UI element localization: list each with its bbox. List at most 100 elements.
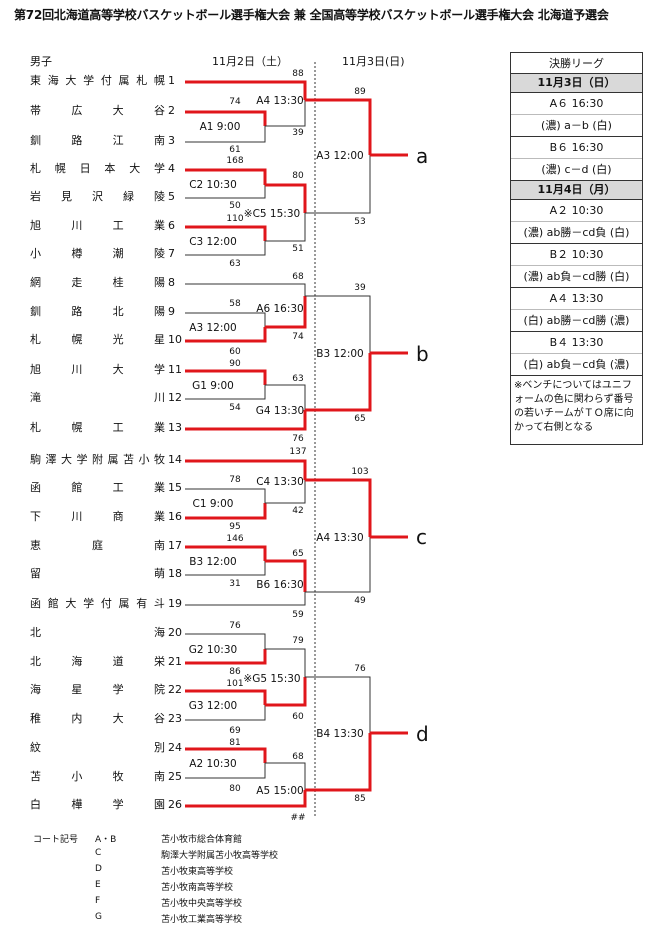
score: 79 (292, 636, 304, 646)
score: 90 (229, 359, 241, 369)
final-league-day2: 11月4日（月） (511, 181, 642, 200)
seed-number: 26 (168, 798, 182, 811)
score: 53 (354, 217, 365, 227)
team-name-char: 陵 (153, 247, 165, 260)
score: 59 (292, 610, 304, 620)
match-label: A2 10:30 (189, 758, 236, 770)
block-b (185, 283, 408, 431)
seed-number: 23 (168, 712, 182, 725)
team-name-char: 附 (92, 453, 103, 466)
team-name-char: 大 (129, 162, 141, 175)
match-label: C3 12:00 (189, 236, 237, 248)
team-name-char: 萌 (154, 567, 165, 580)
team-name-char: 大 (112, 363, 124, 376)
team-name-char: 工 (112, 421, 124, 434)
team-name-char: 道 (112, 655, 124, 668)
team-name-char: 旭 (30, 219, 41, 232)
score: 85 (354, 794, 365, 804)
team-name: 釧路江南 (30, 133, 165, 149)
team-name-char: 函 (30, 597, 41, 610)
team-name-char: 桂 (112, 276, 124, 289)
team-name-char: 北 (30, 626, 41, 639)
team-name: 札幌光星 (30, 332, 165, 348)
score: 63 (229, 259, 240, 269)
score: 51 (292, 244, 303, 254)
bench-note: ※ベンチについてはユニフォームの色に関わらず番号の若いチームがＴＯ席に向かって右… (514, 380, 634, 433)
team-name-char: 工 (112, 481, 124, 494)
team-name: 札幌日本大学 (30, 161, 165, 177)
final-league-row: (濃) a－b (白) (511, 115, 642, 137)
team-name: 岩見沢緑陵 (30, 189, 165, 205)
seed-number: 5 (168, 190, 175, 203)
score: 110 (226, 214, 243, 224)
final-league-row: A４ 13:30 (511, 288, 642, 310)
team-name: 下川商業 (30, 509, 165, 525)
team-name-char: 苫 (123, 453, 134, 466)
court-code: D (95, 864, 102, 874)
team-name-char: 緑 (123, 190, 134, 203)
team-name-char: 付 (100, 74, 112, 87)
final-league-panel: 決勝リーグ 11月3日（日） A６ 16:30 (濃) a－b (白) B６ 1… (510, 52, 643, 445)
team-name-char: 内 (71, 712, 83, 725)
team-name: 函館工業 (30, 480, 165, 496)
team-name-char: 海 (154, 626, 165, 639)
score: 137 (289, 447, 306, 457)
seed-number: 2 (168, 104, 175, 117)
team-name-char: 南 (153, 134, 165, 147)
court-legend-label: コート記号 (33, 835, 79, 845)
team-name-char: 館 (71, 481, 83, 494)
match-label: C1 9:00 (193, 498, 234, 510)
team-name-char: 工 (112, 219, 124, 232)
team-name-char: 川 (71, 363, 83, 376)
seed-number: 10 (168, 333, 182, 346)
match-label: C4 13:30 (256, 476, 304, 488)
team-name-char: 南 (154, 539, 165, 552)
match-label: C2 10:30 (189, 179, 237, 191)
team-name-char: 幌 (54, 162, 66, 175)
team-name-char: 岩 (30, 190, 41, 203)
score: 39 (354, 283, 366, 293)
match-label: A1 9:00 (200, 121, 241, 133)
team-name-char: 下 (30, 510, 41, 523)
team-name: 駒澤大学附属苫小牧 (30, 452, 165, 468)
court-code: F (95, 896, 101, 906)
team-name-char: 滝 (30, 391, 41, 404)
score: 60 (229, 347, 241, 357)
final-league-row: (濃) ab負－cd勝 (白) (511, 266, 642, 288)
team-name: 海星学院 (30, 682, 165, 698)
score: 88 (292, 69, 304, 79)
team-name-char: 牧 (112, 770, 124, 783)
score: 42 (292, 506, 303, 516)
team-name-char: 学 (153, 363, 165, 376)
team-name-char: 旭 (30, 363, 41, 376)
final-league-row: B２ 10:30 (511, 244, 642, 266)
score: 76 (229, 621, 241, 631)
team-name: 帯広大谷 (30, 103, 165, 119)
team-name-char: 谷 (153, 104, 165, 117)
team-name-char: 海 (30, 683, 41, 696)
court-code: E (95, 880, 101, 890)
court-code: C (95, 848, 102, 858)
seed-number: 4 (168, 162, 175, 175)
block-c (185, 459, 408, 606)
score: 50 (229, 201, 241, 211)
score: 80 (229, 784, 241, 794)
team-name-char: 沢 (92, 190, 103, 203)
match-label: G2 10:30 (189, 644, 237, 656)
match-label: A4 13:30 (316, 532, 363, 544)
seed-number: 22 (168, 683, 182, 696)
final-league-row: B６ 16:30 (511, 137, 642, 159)
team-name: 北海道栄 (30, 654, 165, 670)
score: 49 (354, 596, 366, 606)
block-label-a: a (416, 144, 428, 168)
team-name: 東海大学付属札幌 (30, 73, 165, 89)
score: ## (290, 813, 305, 823)
score: 89 (354, 87, 366, 97)
score: 65 (354, 414, 365, 424)
seed-number: 7 (168, 247, 175, 260)
seed-number: 21 (168, 655, 182, 668)
seed-number: 17 (168, 539, 182, 552)
team-name: 網走桂陽 (30, 275, 165, 291)
team-name-char: 谷 (153, 712, 165, 725)
team-name: 紋別 (30, 740, 165, 756)
